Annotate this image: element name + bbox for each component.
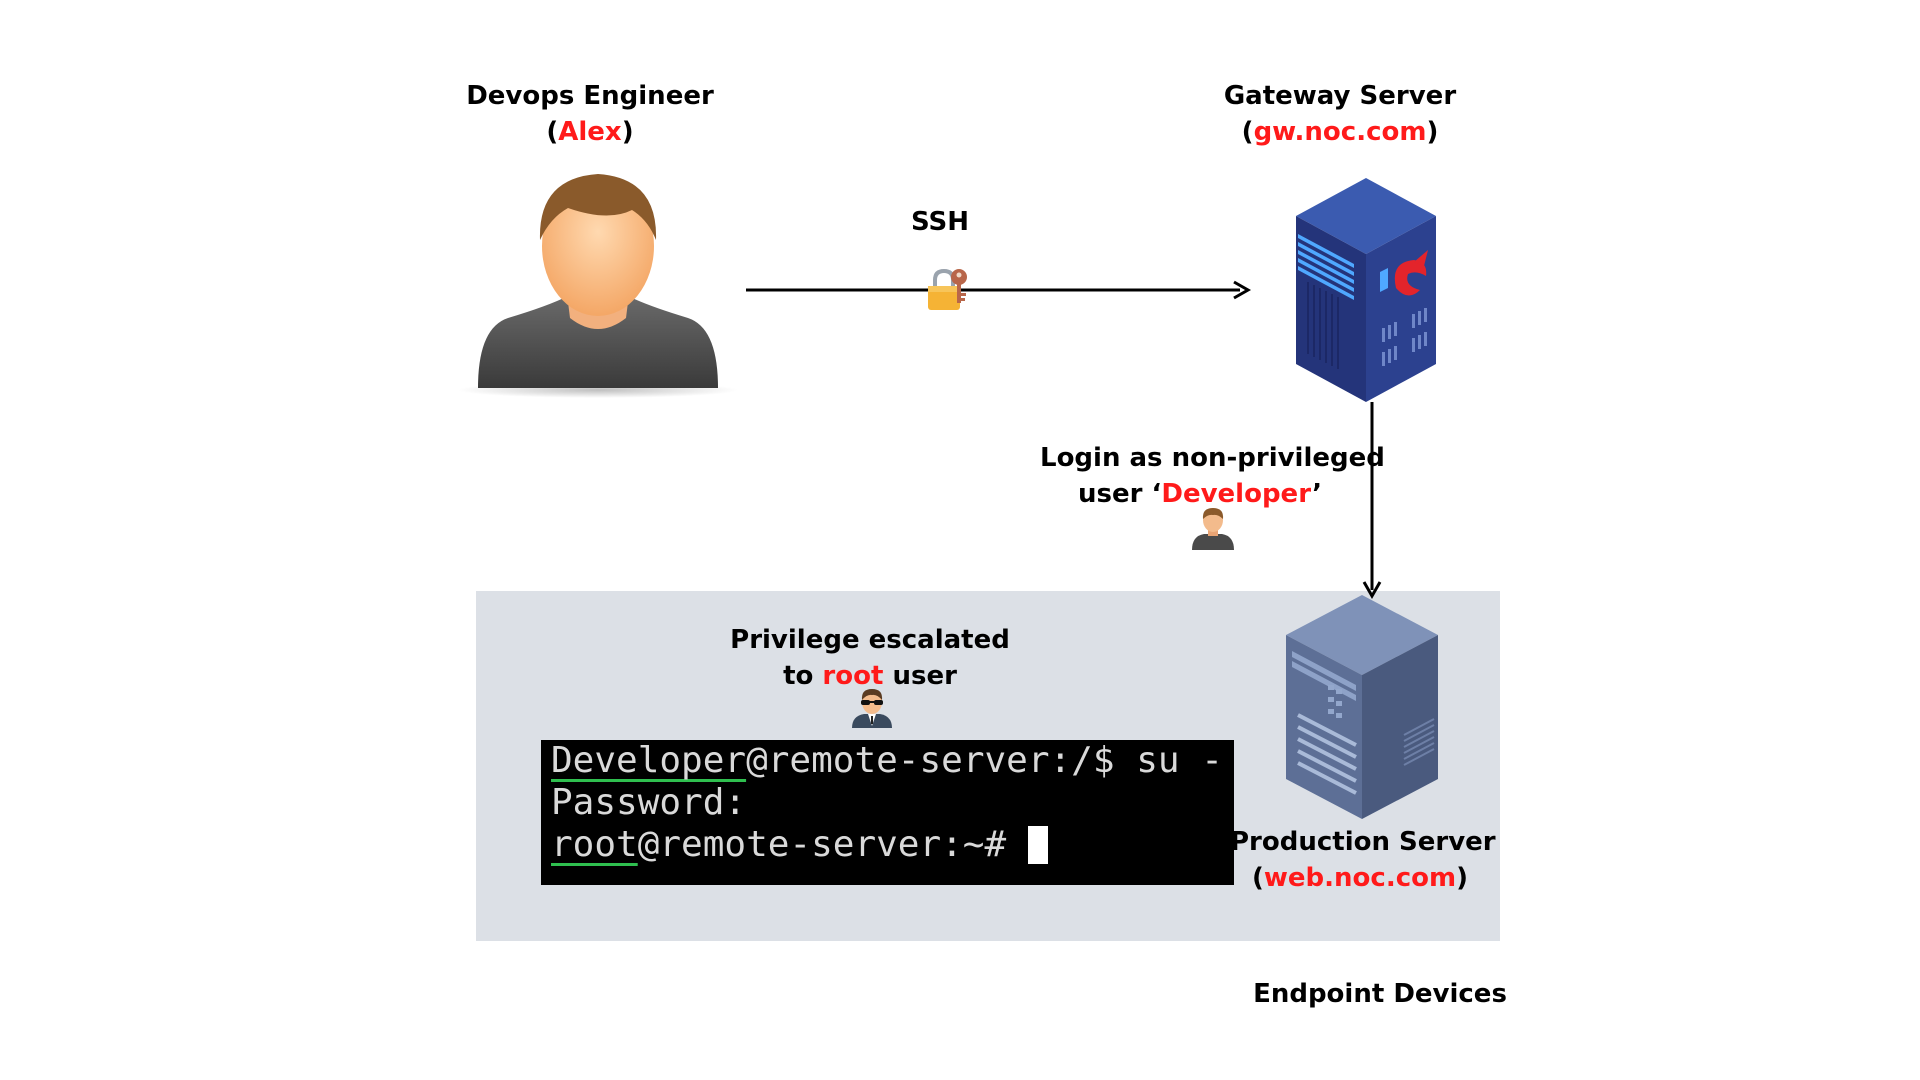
devops-username: Alex (558, 117, 622, 147)
escalation-label: Privilege escalated to root user (730, 622, 1010, 694)
terminal-user-developer: Developer (551, 740, 747, 781)
ssh-connection-arrow (746, 280, 1252, 300)
terminal-user-root: root (551, 824, 638, 865)
terminal-window: Developer@remote-server:/$ su - Password… (541, 740, 1234, 885)
escalation-line-2-suffix: user (883, 661, 957, 691)
login-username: Developer (1161, 479, 1313, 509)
production-server-name: Production Server (1230, 827, 1496, 857)
spy-agent-icon (852, 689, 892, 728)
paren-close: ) (621, 117, 634, 147)
gateway-server-label: Gateway Server (gw.noc.com) (1210, 78, 1470, 150)
login-line-1: Login as non-privileged (1040, 443, 1385, 473)
gateway-server-icon (1296, 178, 1436, 402)
production-server-label: Production Server (web.noc.com) (1230, 824, 1496, 896)
terminal-password-prompt: Password: (551, 782, 747, 823)
lock-key-icon (928, 268, 967, 310)
devops-engineer-name: Devops Engineer (466, 81, 714, 111)
login-line-2-suffix: ’ (1312, 479, 1322, 509)
root-username: root (822, 661, 884, 691)
terminal-line-3: root@remote-server:~# (551, 824, 1234, 866)
endpoint-devices-label: Endpoint Devices (1253, 979, 1507, 1009)
gateway-server-name: Gateway Server (1223, 81, 1457, 111)
login-line-2-prefix: user ‘ (1078, 479, 1162, 509)
login-label: Login as non-privileged user ‘Developer’ (1040, 440, 1385, 512)
paren-open: ( (1241, 117, 1254, 147)
production-host: web.noc.com (1263, 863, 1457, 893)
production-server-icon (1286, 595, 1438, 819)
paren-open: ( (1252, 863, 1264, 893)
user-icon (1192, 508, 1234, 550)
paren-open: ( (546, 117, 559, 147)
terminal-cursor (1027, 826, 1048, 864)
person-avatar-icon (458, 174, 738, 398)
terminal-root-prompt: @remote-server:~# (637, 824, 1028, 865)
terminal-command: @remote-server:/$ su - (746, 740, 1223, 781)
terminal-line-1: Developer@remote-server:/$ su - (551, 740, 1234, 782)
paren-close: ) (1426, 117, 1439, 147)
login-connection-arrow (1362, 402, 1382, 600)
devops-engineer-label: Devops Engineer (Alex) (460, 78, 720, 150)
escalation-line-1: Privilege escalated (730, 625, 1010, 655)
escalation-line-2-prefix: to (783, 661, 823, 691)
paren-close: ) (1456, 863, 1468, 893)
ssh-label: SSH (910, 207, 970, 237)
gateway-host: gw.noc.com (1253, 117, 1427, 147)
